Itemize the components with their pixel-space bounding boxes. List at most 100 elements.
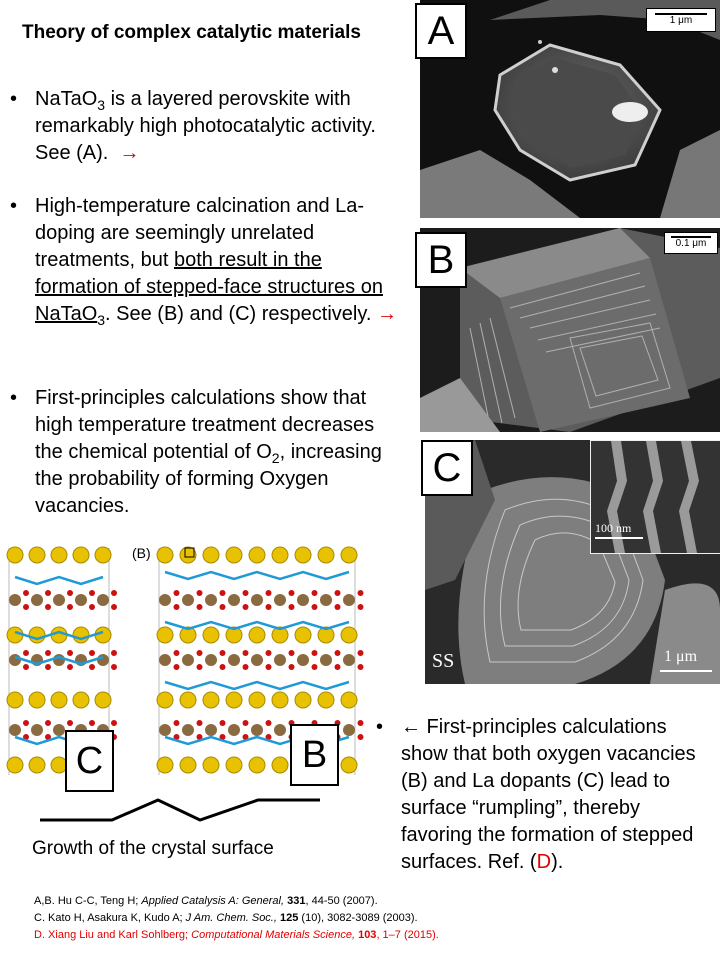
atom-red bbox=[173, 720, 180, 726]
crystal-structures: (B) bbox=[6, 545, 364, 775]
surface-bond-line bbox=[14, 630, 104, 641]
atom-red bbox=[23, 664, 29, 670]
atom-gold bbox=[225, 756, 243, 774]
scale-line bbox=[671, 236, 711, 238]
atom-red bbox=[311, 604, 318, 610]
atom-brown bbox=[9, 724, 21, 736]
atom-red bbox=[196, 734, 203, 740]
atom-red bbox=[67, 664, 73, 670]
atom-brown bbox=[9, 594, 21, 606]
atom-brown bbox=[205, 724, 217, 736]
micrograph-c-inset: 100 nm bbox=[590, 440, 720, 554]
atom-red bbox=[219, 734, 226, 740]
atom-brown bbox=[297, 594, 309, 606]
reference-d: D. Xiang Liu and Karl Sohlberg; Computat… bbox=[34, 929, 439, 941]
atom-red bbox=[196, 650, 203, 656]
atom-gold bbox=[94, 691, 112, 709]
atom-red bbox=[173, 734, 180, 740]
atom-brown bbox=[228, 654, 240, 666]
atom-gold bbox=[28, 691, 46, 709]
atom-brown bbox=[320, 594, 332, 606]
scale-label: 1 μm bbox=[669, 15, 693, 26]
atom-brown bbox=[75, 594, 87, 606]
arrow-right-icon: → bbox=[119, 142, 140, 164]
atom-red bbox=[196, 590, 203, 596]
atom-brown bbox=[159, 654, 171, 666]
atom-gold bbox=[72, 546, 90, 564]
atom-gold bbox=[294, 546, 312, 564]
atom-gold bbox=[94, 546, 112, 564]
atom-red bbox=[219, 664, 226, 670]
surface-bond-line bbox=[164, 570, 350, 581]
atom-red bbox=[357, 664, 364, 670]
structure-label-b: B bbox=[290, 724, 339, 786]
scale-bar-b: 0.1 μm bbox=[664, 232, 718, 254]
atom-brown bbox=[228, 594, 240, 606]
atom-red bbox=[311, 650, 318, 656]
atom-gold bbox=[179, 691, 197, 709]
bullet-dot: • bbox=[10, 387, 18, 409]
panel-label: (B) bbox=[132, 545, 151, 561]
atom-gold bbox=[294, 626, 312, 644]
atom-gold bbox=[248, 546, 266, 564]
atom-gold bbox=[340, 546, 358, 564]
bullet-dot: • bbox=[376, 716, 384, 738]
atom-red bbox=[288, 664, 295, 670]
atom-red bbox=[196, 664, 203, 670]
atom-red bbox=[23, 734, 29, 740]
scale-label-c: 1 μm bbox=[664, 648, 698, 665]
growth-caption: Growth of the crystal surface bbox=[32, 838, 274, 859]
inset-scale-line bbox=[595, 537, 643, 539]
atom-gold bbox=[50, 546, 68, 564]
atom-brown bbox=[251, 654, 263, 666]
atom-gold bbox=[6, 756, 24, 774]
label-box-a: A bbox=[415, 3, 467, 59]
atom-gold bbox=[340, 756, 358, 774]
atom-gold bbox=[156, 546, 174, 564]
atom-gold bbox=[271, 756, 289, 774]
atom-gold bbox=[225, 691, 243, 709]
atom-red bbox=[111, 720, 117, 726]
atom-brown bbox=[97, 594, 109, 606]
atom-red bbox=[242, 650, 249, 656]
atom-red bbox=[45, 604, 51, 610]
atom-red bbox=[67, 720, 73, 726]
atom-brown bbox=[159, 594, 171, 606]
scale-label: 0.1 μm bbox=[675, 238, 707, 249]
atom-gold bbox=[179, 626, 197, 644]
atom-red bbox=[89, 590, 95, 596]
atom-red bbox=[219, 720, 226, 726]
bullet-3-text: First-principles calculations show that … bbox=[35, 387, 382, 517]
atom-red bbox=[45, 734, 51, 740]
atom-red bbox=[45, 590, 51, 596]
atom-red bbox=[265, 650, 272, 656]
bullet-3: • First-principles calculations show tha… bbox=[10, 385, 402, 520]
atom-red bbox=[334, 590, 341, 596]
atom-gold bbox=[271, 546, 289, 564]
atom-red bbox=[67, 604, 73, 610]
atom-red bbox=[242, 734, 249, 740]
atom-gold bbox=[28, 626, 46, 644]
atom-gold bbox=[28, 756, 46, 774]
atom-gold bbox=[6, 691, 24, 709]
bullet-1-text: NaTaO3 is a layered perovskite with rema… bbox=[35, 88, 376, 164]
atom-red bbox=[23, 720, 29, 726]
atom-red bbox=[111, 590, 117, 596]
atom-red bbox=[265, 720, 272, 726]
bullet-2-text: High-temperature calcination and La-dopi… bbox=[35, 195, 397, 328]
atom-red bbox=[111, 650, 117, 656]
atom-red bbox=[89, 720, 95, 726]
atom-brown bbox=[320, 654, 332, 666]
surface-bond-line bbox=[164, 680, 350, 691]
atom-brown bbox=[274, 654, 286, 666]
atom-brown bbox=[182, 724, 194, 736]
arrow-right-icon: → bbox=[377, 303, 397, 325]
atom-red bbox=[265, 604, 272, 610]
atom-brown bbox=[159, 724, 171, 736]
atom-gold bbox=[202, 626, 220, 644]
atom-gold bbox=[6, 546, 24, 564]
atom-gold bbox=[202, 546, 220, 564]
surface-bond-line bbox=[14, 655, 104, 666]
atom-gold bbox=[28, 546, 46, 564]
atom-red bbox=[173, 604, 180, 610]
